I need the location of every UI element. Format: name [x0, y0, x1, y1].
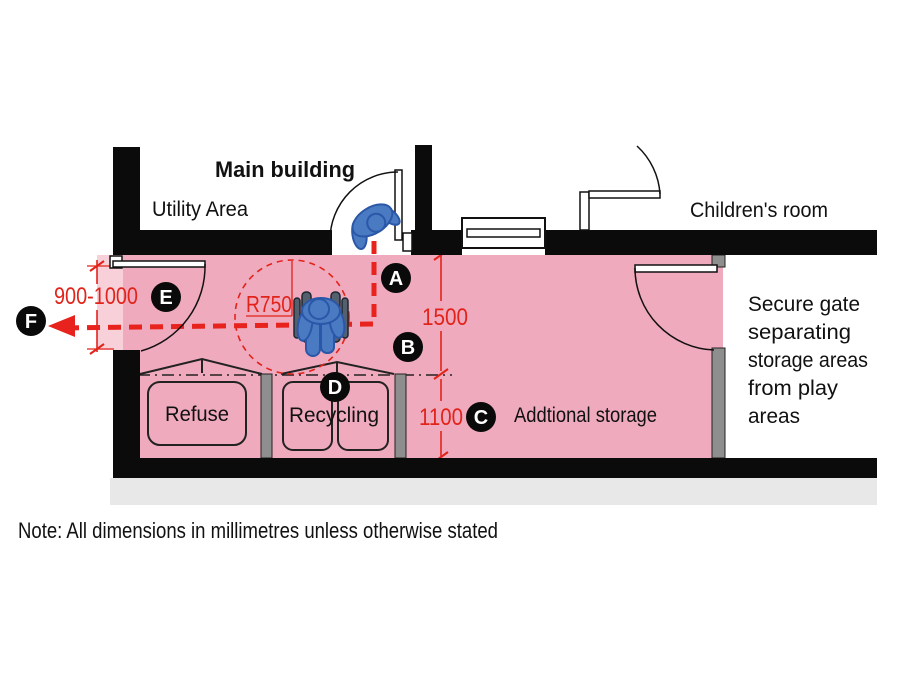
- note-label: Note: All dimensions in millimetres unle…: [18, 518, 498, 543]
- wall-left-lower: [113, 350, 140, 478]
- main-building-label: Main building: [215, 157, 355, 182]
- bin-divider-2: [394, 373, 407, 459]
- marker-c-letter: C: [474, 407, 488, 429]
- childrens-door-leaf: [588, 190, 661, 199]
- dim-door-width-label: 900-1000: [54, 283, 138, 310]
- marker-e: E: [151, 282, 181, 312]
- marker-d-letter: D: [328, 377, 342, 399]
- markers: A B C D E F: [16, 263, 496, 432]
- utility-door-arc: [140, 263, 206, 352]
- wall-left-upper: [113, 147, 140, 255]
- secure-gate-note-line-4: from play: [748, 377, 839, 400]
- marker-f-letter: F: [25, 311, 37, 333]
- wall-top-door-right: [411, 230, 462, 255]
- turning-circle: [234, 259, 350, 375]
- main-door-arc: [329, 171, 399, 241]
- door-threshold: [97, 255, 123, 350]
- marker-c: C: [466, 402, 496, 432]
- childrens-door-arc: [636, 145, 661, 195]
- main-door-leaf: [394, 169, 403, 241]
- dim-1500-label: 1500: [422, 304, 468, 331]
- childrens-door-jamb: [579, 191, 590, 231]
- storage-area-floor: [123, 255, 723, 458]
- additional-storage-label: Addtional storage: [514, 404, 657, 427]
- direction-arrow-icon: [48, 315, 75, 337]
- utility-door-leaf: [112, 260, 206, 268]
- refuse-label: Refuse: [165, 403, 229, 426]
- wall-utility-divider: [415, 145, 432, 232]
- secure-gate-note-line-2: separating: [748, 321, 851, 344]
- bin-divider-1: [260, 373, 273, 459]
- secure-gate-leaf: [634, 264, 718, 273]
- recycling-bin-2: [337, 381, 389, 451]
- secure-gate-arc: [634, 267, 715, 351]
- secure-gate-note-line-5: areas: [748, 405, 800, 428]
- wall-bottom: [113, 458, 877, 478]
- utility-area-label: Utility Area: [152, 198, 248, 221]
- person-icon: [351, 203, 401, 251]
- marker-b-letter: B: [401, 337, 415, 359]
- wheelchair-user-icon: [293, 291, 349, 357]
- dim-1100-label: 1100: [419, 404, 463, 431]
- recycling-label: Recycling: [289, 404, 379, 427]
- dim-r750-label: R750: [246, 291, 292, 317]
- recycling-bin-1: [282, 381, 333, 451]
- marker-d: D: [320, 372, 350, 402]
- marker-f: F: [16, 306, 46, 336]
- walls: [113, 145, 877, 478]
- secure-gate-note-line-3: storage areas: [748, 349, 868, 372]
- main-door-jamb: [402, 232, 413, 252]
- marker-a: A: [381, 263, 411, 293]
- secure-gate-note-line-1: Secure gate: [748, 293, 860, 316]
- travel-path: [61, 241, 377, 331]
- marker-e-letter: E: [159, 287, 172, 309]
- wall-top-left: [140, 230, 332, 255]
- floor-strip: [110, 478, 877, 505]
- wall-top-right: [545, 230, 877, 255]
- secure-gate-note: Secure gate separating storage areas fro…: [748, 293, 868, 428]
- marker-a-letter: A: [389, 268, 403, 290]
- head: [308, 298, 330, 320]
- gate-post-lower: [711, 347, 726, 459]
- childrens-room-label: Children's room: [690, 199, 828, 222]
- window-glazing: [466, 228, 541, 238]
- marker-b: B: [393, 332, 423, 362]
- refuse-bin: [147, 381, 247, 446]
